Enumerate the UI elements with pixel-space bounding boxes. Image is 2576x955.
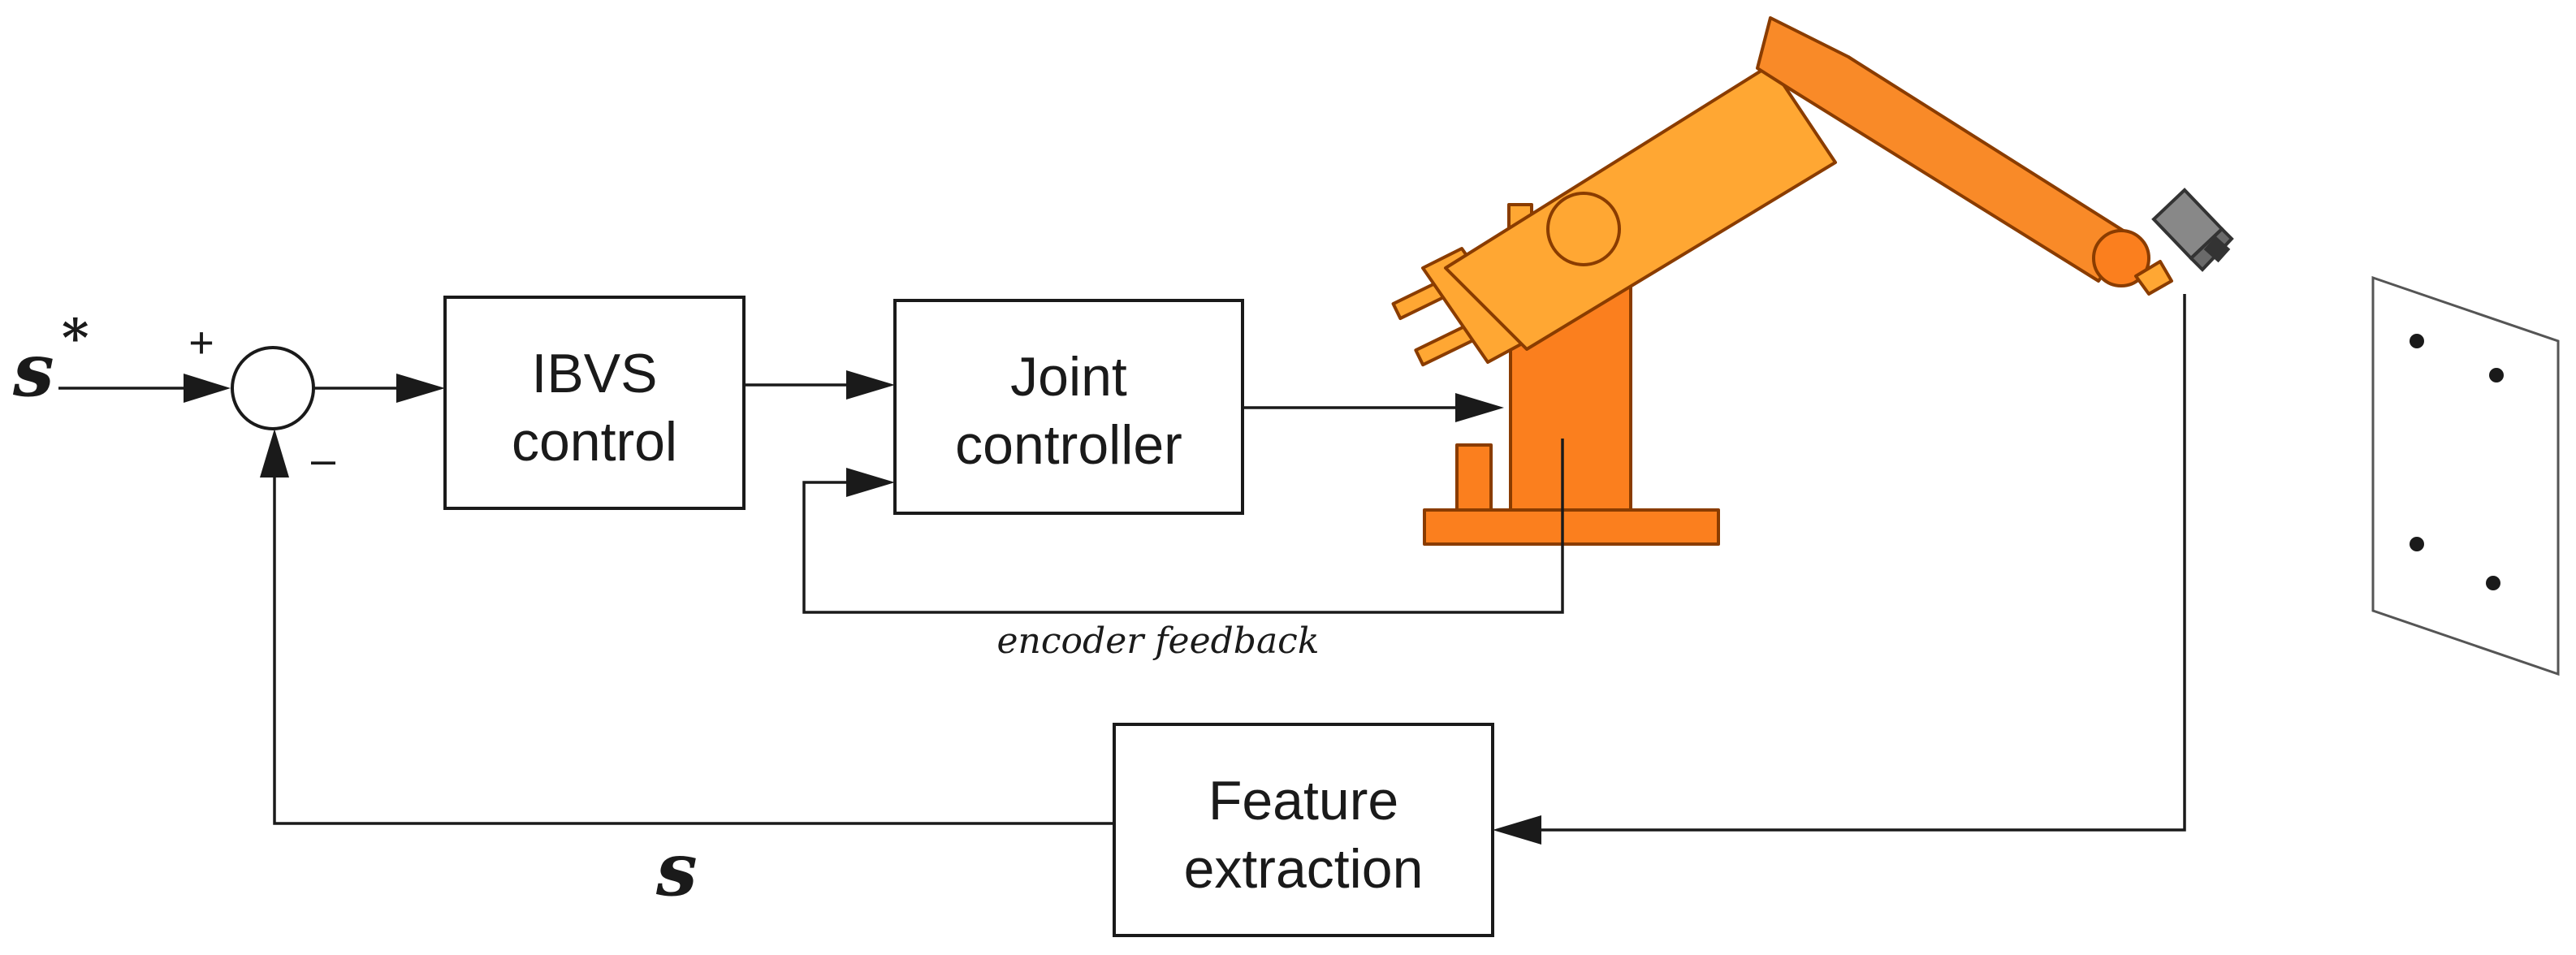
camera-icon [2151,188,2234,272]
ibvs-line2: control [512,411,677,473]
target-plane [2371,275,2560,676]
joint-output-arrow [1455,393,1504,422]
feature-feedback-wire [273,474,1114,825]
encoder-feedback-arrow [846,468,895,497]
error-arrow [396,374,445,403]
feature-line2: extraction [1184,838,1424,900]
ibvs-line1: IBVS [532,343,658,404]
target-point [2486,576,2500,590]
robot-base [1423,508,1720,546]
joint-controller-block: Joint controller [893,299,1244,515]
encoder-feedback-label: encoder feedback [997,620,1320,662]
feature-extraction-block: Feature extraction [1113,723,1494,937]
robot-wrist-link [2134,260,2173,296]
joint-line2: controller [955,414,1182,476]
joint-line1: Joint [1010,346,1127,408]
reference-superscript: * [62,308,89,369]
ibvs-control-block: IBVS control [443,296,746,510]
robot-arm [1391,16,2234,546]
reference-symbol: s [12,327,54,413]
robot-side-post [1455,443,1493,512]
minus-sign: – [311,435,335,484]
encoder-feedback-wire [802,439,1564,614]
target-point [2410,334,2424,348]
summing-junction [231,346,315,430]
robot-lower-arm [1444,63,1837,351]
camera-feedback-arrow [1493,815,1541,845]
camera-feedback-wire [1541,294,2186,832]
target-point [2410,537,2424,551]
target-plane-outline [2371,275,2560,676]
feature-line1: Feature [1208,770,1398,832]
ibvs-output-arrow [846,370,895,400]
reference-arrow [184,374,231,403]
reference-label: s * [12,308,89,413]
robot-forearm [1756,16,2133,283]
feature-feedback-arrow [260,429,289,478]
robot-shoulder-joint [1546,192,1621,266]
robot-wrist [2092,229,2150,287]
feature-symbol: s [655,827,698,913]
target-point [2489,368,2504,382]
plus-sign: + [188,318,214,367]
